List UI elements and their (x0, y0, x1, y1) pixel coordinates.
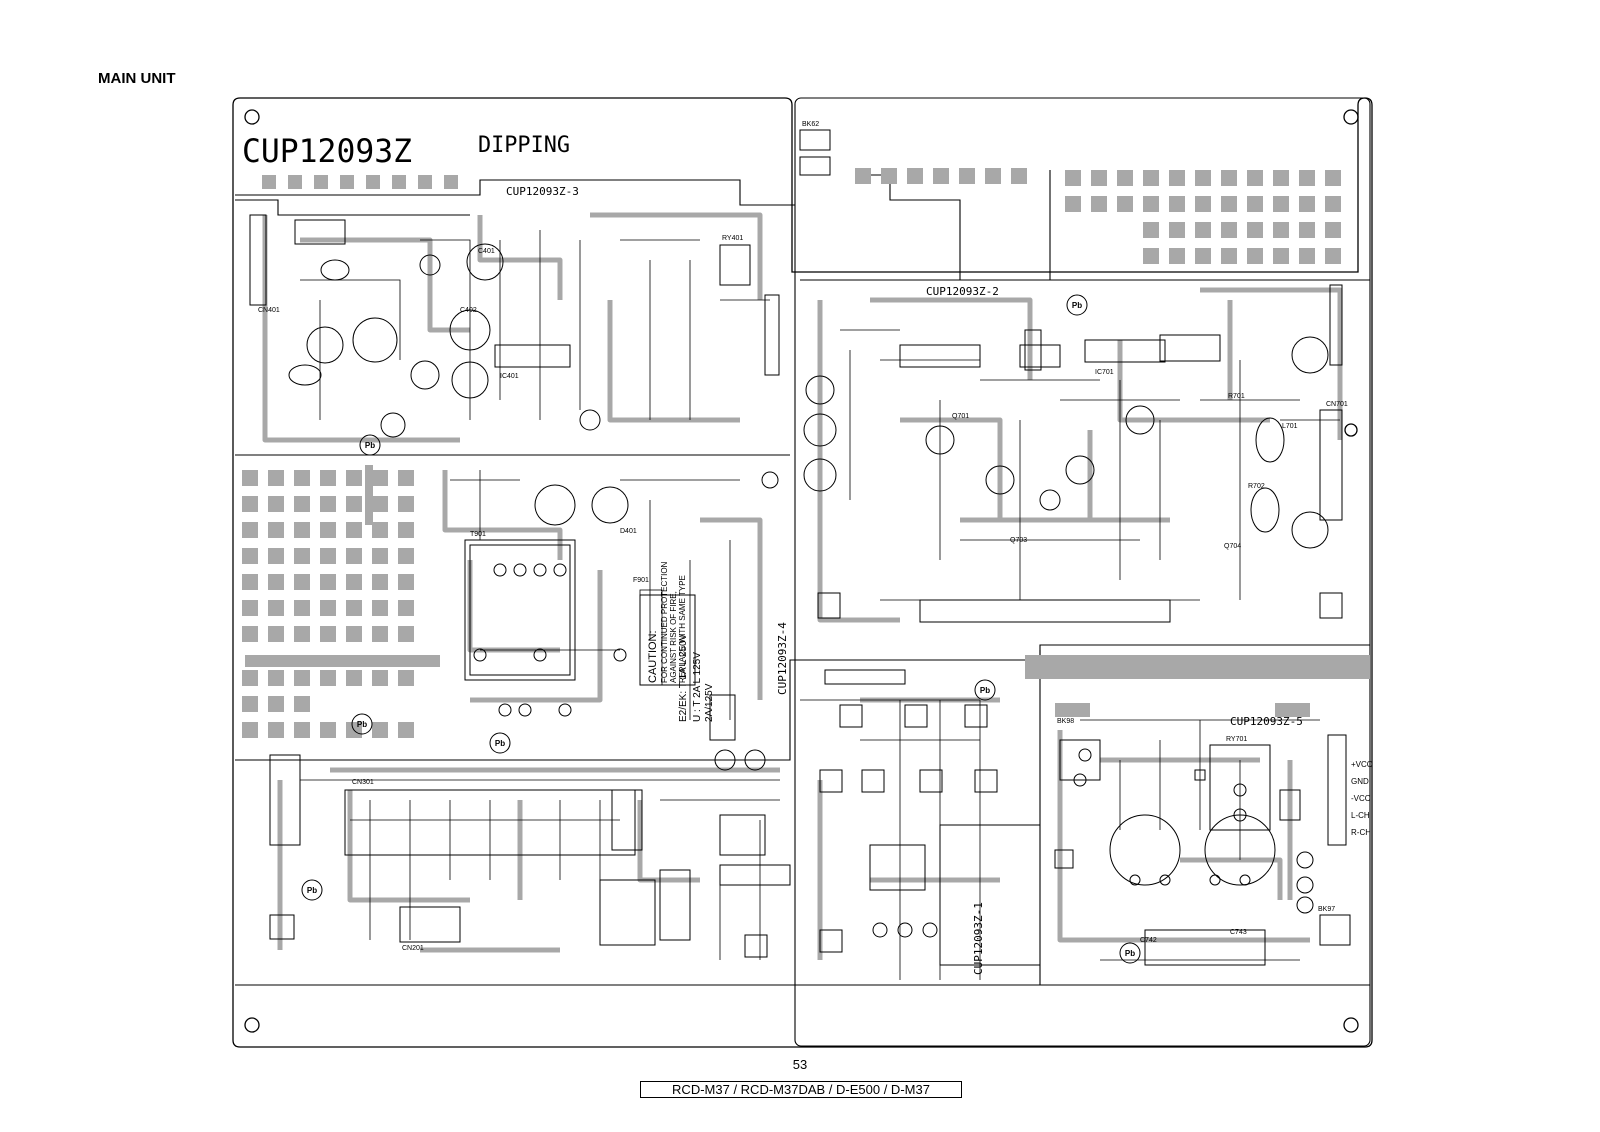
inductor-coils (288, 259, 1285, 533)
ref-label: IC701 (1095, 369, 1114, 376)
sub-board-label-1: CUP12093Z-1 (972, 902, 985, 975)
fuse-rating: 2A/125V (704, 683, 715, 722)
board-separators (235, 170, 1370, 986)
pb-free-mark (1066, 294, 1088, 316)
pin-label: -VCC (1351, 794, 1371, 803)
process-label: DIPPING (478, 133, 570, 158)
pb-free-mark (1119, 942, 1141, 964)
silkscreen-text: CUP12093Z DIPPING CUP12093Z-3 CUP12093Z-… (242, 132, 1303, 975)
pb-label: Pb (495, 739, 505, 748)
pad-grid-top-left (262, 175, 458, 189)
electrolytic-capacitors (306, 243, 1329, 886)
caution-line: REPLACE WITH SAME TYPE (678, 575, 687, 683)
pb-label: Pb (365, 441, 375, 450)
speaker-connector-pins: +VCC GND -VCC L-CH R-CH (1351, 760, 1373, 837)
ref-label: Q703 (1010, 537, 1027, 544)
ref-label: CN701 (1326, 401, 1348, 408)
section-title: MAIN UNIT (98, 70, 176, 87)
ref-label: BK62 (802, 121, 819, 128)
pb-label: Pb (1125, 949, 1135, 958)
ref-label: D401 (620, 528, 637, 535)
reference-designators: BK97 BK98 BK62 IC701 IC401 Q704 Q703 Q70… (258, 121, 1348, 952)
caution-block: CAUTION: FOR CONTINUED PROTECTION AGAINS… (639, 561, 715, 722)
sub-board-label-2: CUP12093Z-2 (926, 285, 999, 298)
sub-board-label-3: CUP12093Z-3 (506, 185, 579, 198)
ref-label: BK98 (1057, 718, 1074, 725)
ref-label: R701 (1228, 393, 1245, 400)
pb-free-mark (974, 679, 996, 701)
fuse-rating: E2/EK: T 1A L 250V (678, 633, 689, 722)
board-outline (232, 97, 1373, 1048)
ref-label: BK97 (1318, 906, 1335, 913)
ref-label: Q704 (1224, 543, 1241, 550)
pb-free-mark (489, 732, 511, 754)
copper-traces (262, 212, 1343, 960)
model-list: RCD-M37 / RCD-M37DAB / D-E500 / D-M37 (640, 1081, 962, 1098)
pb-label: Pb (1072, 301, 1082, 310)
caution-line: AGAINST RISK OF FIRE, (669, 591, 678, 683)
pb-free-mark (359, 434, 381, 456)
pin-label: GND (1351, 777, 1369, 786)
board-part-number: CUP12093Z (242, 132, 412, 170)
ref-label: T901 (470, 531, 486, 538)
ref-label: CN401 (258, 307, 280, 314)
ref-label: CN301 (352, 779, 374, 786)
page-number: 53 (792, 1057, 808, 1072)
power-transformer (464, 539, 926, 891)
ic-packages (269, 334, 1221, 943)
pb-label: Pb (307, 886, 317, 895)
board-outline-right (794, 97, 1371, 1047)
ref-label: Q701 (952, 413, 969, 420)
solder-pad-grids (242, 168, 1370, 738)
caution-line: CAUTION: (647, 630, 659, 683)
connectors (249, 129, 1347, 846)
sub-board-label-5: CUP12093Z-5 (1230, 715, 1303, 728)
ref-label: R702 (1248, 483, 1265, 490)
pin-label: R-CH (1351, 828, 1371, 837)
ref-label: C742 (1140, 937, 1157, 944)
ref-label: IC401 (500, 373, 519, 380)
pads-row-large (473, 471, 1314, 938)
pb-label: Pb (357, 720, 367, 729)
pb-free-mark (351, 713, 373, 735)
pb-free-mark (301, 879, 323, 901)
heatsink-blocks (599, 824, 1266, 966)
ref-label: F901 (633, 577, 649, 584)
ref-label: CN201 (402, 945, 424, 952)
ref-label: RY701 (1226, 736, 1247, 743)
ref-label: C401 (478, 248, 495, 255)
pin-label: +VCC (1351, 760, 1373, 769)
fuse-rating: U : T 2A L 125V (692, 652, 703, 722)
ref-label: C402 (460, 307, 477, 314)
pad-grid-top-right (855, 168, 1341, 264)
switches-and-jacks (269, 592, 1351, 958)
caution-line: FOR CONTINUED PROTECTION (660, 561, 669, 683)
lead-free-markers (301, 294, 1141, 964)
components (249, 129, 1351, 966)
pb-label: Pb (980, 686, 990, 695)
lead-free-labels: Pb Pb Pb Pb Pb Pb Pb (307, 301, 1135, 958)
sub-board-label-4: CUP12093Z-4 (776, 622, 789, 695)
pin-label: L-CH (1351, 811, 1370, 820)
pad-grid-left-middle (242, 470, 414, 738)
mounting-holes (244, 109, 1359, 1033)
ref-label: C743 (1230, 929, 1247, 936)
ref-label: L701 (1282, 423, 1298, 430)
ref-label: RY401 (722, 235, 743, 242)
